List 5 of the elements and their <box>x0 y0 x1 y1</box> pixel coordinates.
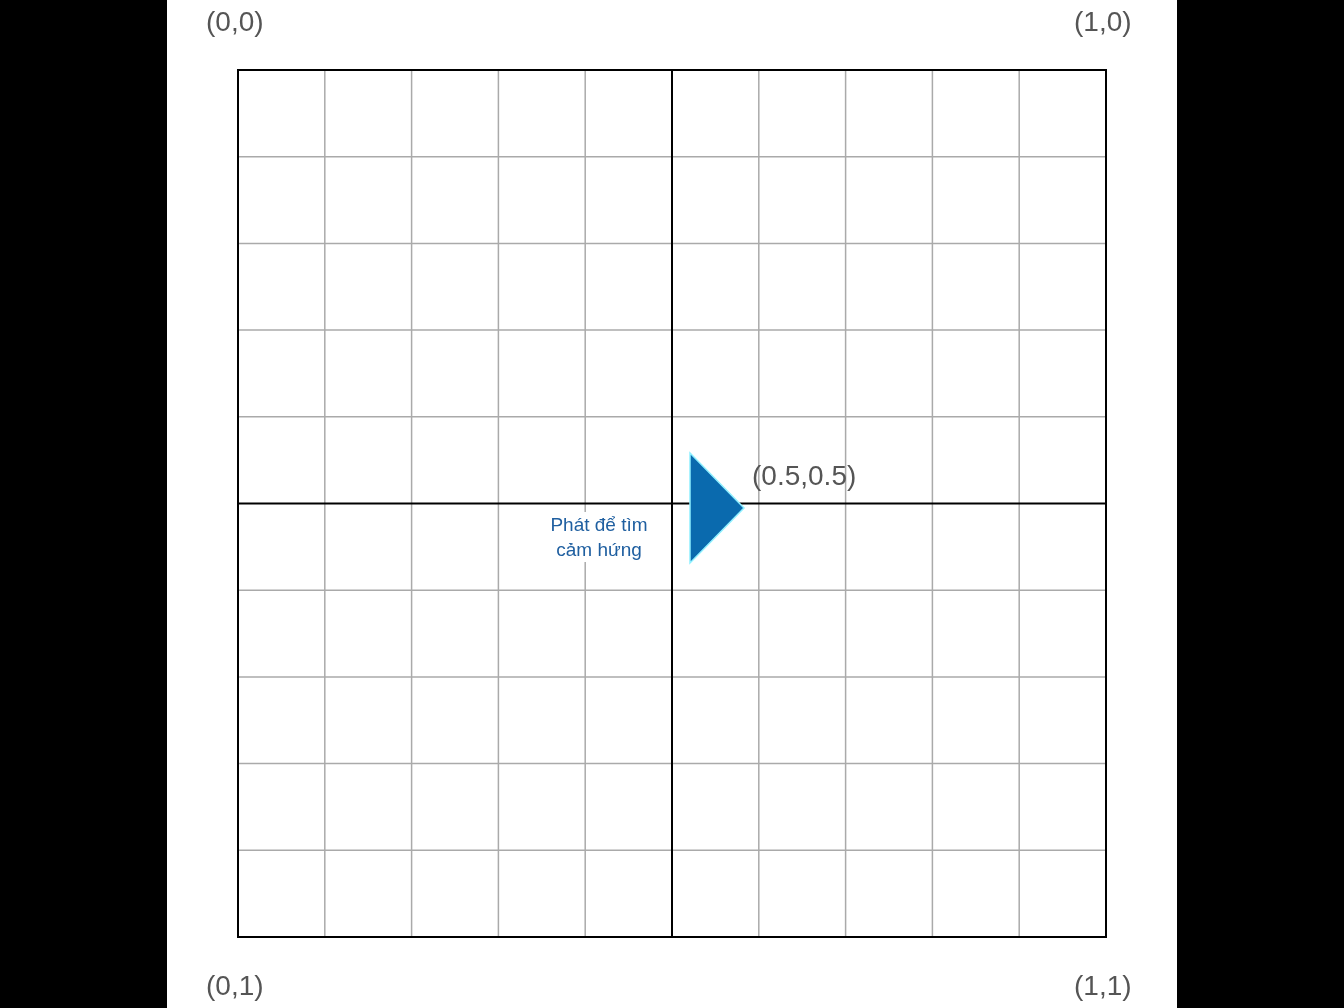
coordinate-label: (0,1) <box>206 970 264 1002</box>
coordinate-label: (0.5,0.5) <box>752 460 857 492</box>
coordinate-label: (1,1) <box>1074 970 1132 1002</box>
coordinate-label: (1,0) <box>1074 6 1132 38</box>
coordinate-label: (0,0) <box>206 6 264 38</box>
